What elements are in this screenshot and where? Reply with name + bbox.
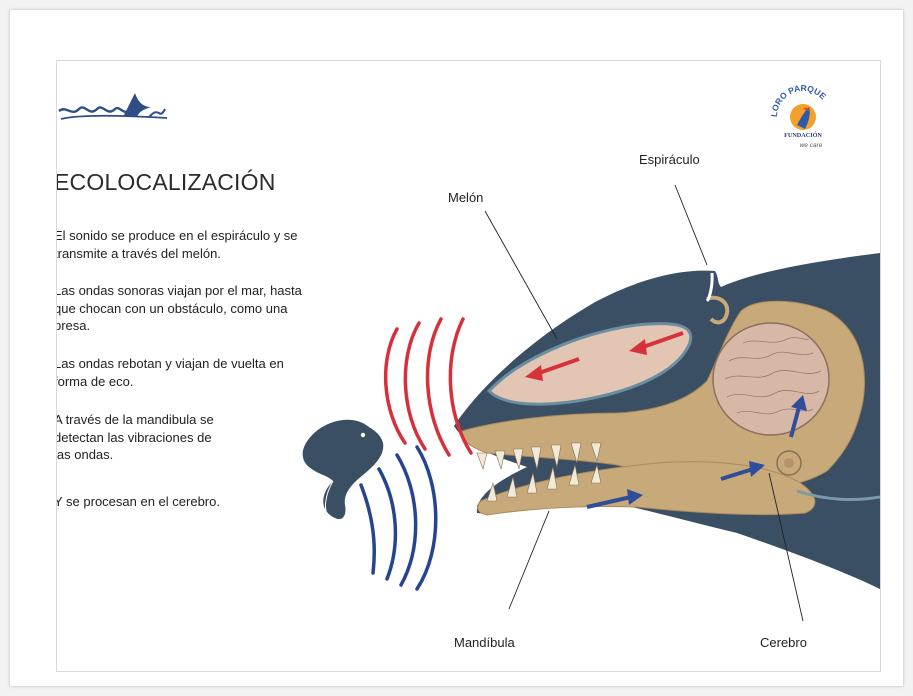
echo-sound-waves <box>361 447 436 589</box>
label-melon: Melón <box>448 190 483 205</box>
slide: LORO PARQUE FUNDACIÓN we care ECOLOCALIZ… <box>56 60 881 672</box>
label-cerebro: Cerebro <box>760 635 807 650</box>
outgoing-sound-waves <box>386 319 471 455</box>
page-sheet: LORO PARQUE FUNDACIÓN we care ECOLOCALIZ… <box>10 10 903 686</box>
fish-eye <box>361 433 365 437</box>
fish-prey <box>303 420 384 519</box>
brain <box>713 323 829 435</box>
echolocation-diagram <box>57 61 880 671</box>
label-espiraculo: Espiráculo <box>639 152 700 167</box>
inner-ear-center <box>784 458 794 468</box>
label-mandibula: Mandíbula <box>454 635 515 650</box>
